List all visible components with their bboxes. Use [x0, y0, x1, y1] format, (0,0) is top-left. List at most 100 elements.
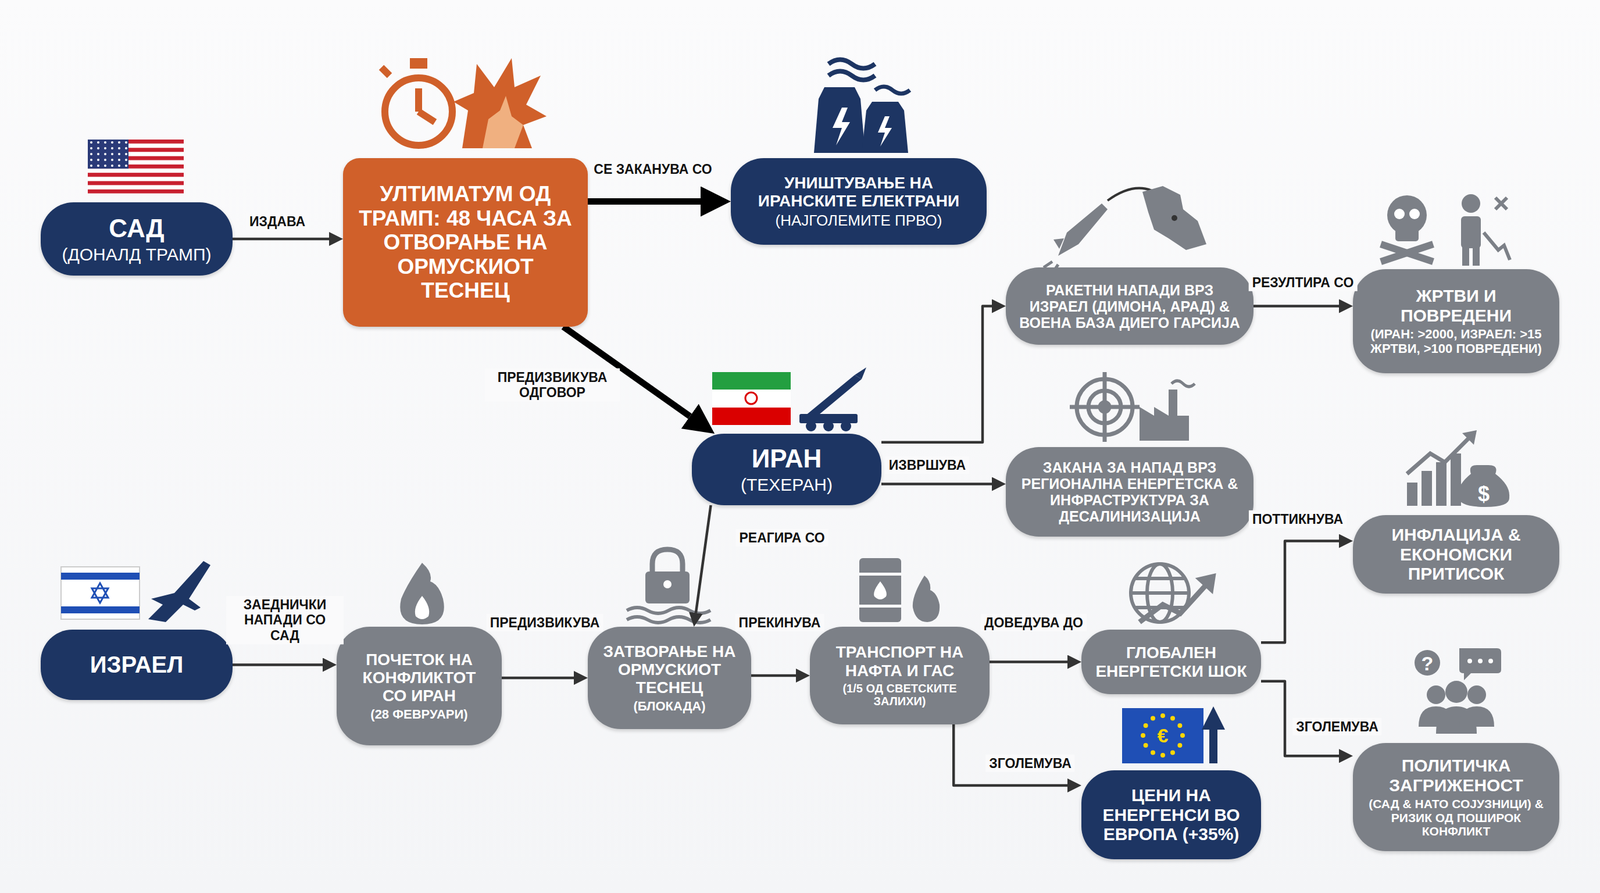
people-speech-icon [1459, 648, 1502, 681]
us-flag [87, 139, 129, 169]
stopwatch-icon [415, 88, 423, 112]
us-flag [87, 139, 184, 194]
skull-icon [1380, 195, 1434, 262]
israel-flag [61, 572, 140, 580]
node-title: ИНФЛАЦИЈА & ЕКОНОМСКИ ПРИТИСОК [1365, 525, 1547, 584]
oil-barrel-icon [859, 558, 940, 623]
flame-icon [400, 562, 445, 625]
node-detail: (ДОНАЛД ТРАМП) [61, 244, 212, 265]
growth-chart-icon [1462, 430, 1477, 445]
lock-waves-icon [663, 580, 672, 589]
node-title: САД [108, 213, 164, 243]
power-plant-icon [877, 116, 892, 147]
node-title: ИРАН [751, 444, 823, 473]
threat-box: УНИШТУВАЊЕ НА ИРАНСКИТЕ ЕЛЕКТРАНИ(НАЈГОЛ… [730, 158, 987, 245]
event-box: РАКЕТНИ НАПАДИ ВРЗ ИЗРАЕЛ (ДИМОНА, АРАД)… [1005, 267, 1254, 345]
eu-flag-icon [1143, 723, 1149, 728]
event-box: ЗАКАНА ЗА НАПАД ВРЗ РЕГИОНАЛНА ЕНЕРГЕТСК… [1005, 447, 1254, 537]
explosion-icon [453, 58, 547, 149]
factory-icon [1139, 389, 1189, 441]
people-speech-icon [1477, 658, 1483, 664]
oil-barrel-icon [859, 572, 902, 576]
injured-person-icon [1483, 232, 1510, 260]
eu-flag-icon [1143, 743, 1149, 748]
edge-label: ПРЕКИНУВА [735, 613, 825, 632]
growth-chart-icon [1406, 436, 1471, 474]
fighter-jet-icon [148, 561, 211, 623]
eu-flag-icon [1201, 706, 1225, 730]
globe-arrow-icon [1139, 581, 1210, 623]
edge-label: СЕ ЗАКАНУВА СО [590, 160, 716, 178]
eu-flag-icon: € [1122, 706, 1225, 764]
oil-barrel-icon [859, 558, 902, 623]
power-plant-icon [875, 86, 910, 94]
edge-label: ИЗДАВА [245, 212, 309, 231]
injured-person-icon [1462, 247, 1470, 266]
people-speech-icon [1426, 685, 1446, 705]
flame-icon [415, 595, 430, 620]
iran-flag [712, 389, 791, 408]
lock-waves-icon [626, 549, 711, 623]
people-speech-icon [1467, 658, 1473, 664]
lock-waves-icon [626, 607, 711, 623]
iran-flag [712, 372, 791, 390]
edge-label: ДОВЕДУВА ДО [980, 613, 1087, 632]
edge-label: РЕАГИРА СО [735, 529, 828, 547]
oil-barrel-icon [859, 604, 902, 608]
reacts-arrow [695, 505, 712, 613]
price-box: ЦЕНИ НА ЕНЕРГЕНСИ ВО ЕВРОПА (+35%) [1081, 770, 1262, 860]
event-box: ГЛОБАЛЕН ЕНЕРГЕТСКИ ШОК [1081, 629, 1262, 695]
threat-arrow [587, 198, 701, 205]
eu-flag-icon [1180, 733, 1185, 738]
outcome-box: ЖРТВИ И ПОВРЕДЕНИ(ИРАН: >2000, ИЗРАЕЛ: >… [1352, 269, 1560, 374]
node-title: РАКЕТНИ НАПАДИ ВРЗ ИЗРАЕЛ (ДИМОНА, АРАД)… [1018, 281, 1241, 331]
missile-launcher-icon [840, 420, 852, 432]
missile-launcher-icon [854, 367, 867, 380]
eu-flag-icon [1177, 723, 1182, 728]
question-mark: ? [1421, 652, 1434, 675]
actor-box: САД(ДОНАЛД ТРАМП) [40, 202, 233, 276]
flame-icon [400, 562, 445, 625]
node-title: ТРАНСПОРТ НА НАФТА И ГАС [822, 643, 977, 680]
factory-icon [1171, 380, 1195, 387]
money-bag-icon [1458, 465, 1510, 507]
money-bag-icon: $ [1458, 465, 1510, 507]
node-title: УНИШТУВАЊЕ НА ИРАНСКИТЕ ЕЛЕКТРАНИ [743, 173, 974, 211]
outcome-box: ПОЛИТИЧКА ЗАГРИЖЕНОСТ(САД & НАТО СОЈУЗНИ… [1352, 743, 1560, 852]
oil-barrel-icon [873, 581, 887, 600]
oil-barrel-icon [912, 575, 940, 623]
missile-launcher-icon [823, 420, 834, 432]
stopwatch-icon [409, 58, 428, 69]
injured-person-icon [1472, 247, 1480, 266]
stopwatch-icon [381, 67, 390, 76]
lock-waves-icon [645, 571, 690, 604]
edge-label: ЗГОЛЕМУВА [1292, 718, 1382, 736]
actor-box: ИЗРАЕЛ [40, 629, 233, 700]
missile-launcher-icon [799, 367, 867, 432]
drives-arrow [1261, 541, 1339, 644]
injured-person-icon [1461, 216, 1481, 249]
missile-launcher-icon [805, 420, 817, 432]
node-detail: (ИРАН: >2000, ИЗРАЕЛ: >15 ЖРТВИ, >100 ПО… [1365, 327, 1547, 356]
globe-arrow-icon [1198, 575, 1214, 591]
result-arrow [1253, 304, 1339, 308]
node-detail: (НАЈГОЛЕМИТЕ ПРВО) [775, 212, 943, 230]
eu-flag-icon [1177, 743, 1182, 748]
node-detail: (БЛОКАДА) [633, 699, 706, 714]
dollar-sign: $ [1477, 481, 1490, 506]
lock-waves-icon [652, 549, 683, 573]
stopwatch-icon [384, 77, 453, 146]
node-detail: (1/5 ОД СВЕТСКИТЕ ЗАЛИХИ) [822, 681, 977, 709]
globe-arrow-icon [1130, 563, 1214, 623]
issues-arrow [232, 237, 330, 241]
globe-arrow-icon [1134, 578, 1185, 608]
people-speech-icon [1459, 706, 1495, 727]
power-plant-icon [828, 59, 875, 69]
attack-arrow [881, 306, 992, 443]
iran-flag [712, 372, 791, 425]
explosion-icon [453, 58, 547, 149]
edge-label: РЕЗУЛТИРА СО [1248, 273, 1358, 292]
people-speech-icon [1488, 658, 1494, 664]
eu-flag-icon [1122, 708, 1204, 764]
power-plant-icon [828, 71, 875, 81]
